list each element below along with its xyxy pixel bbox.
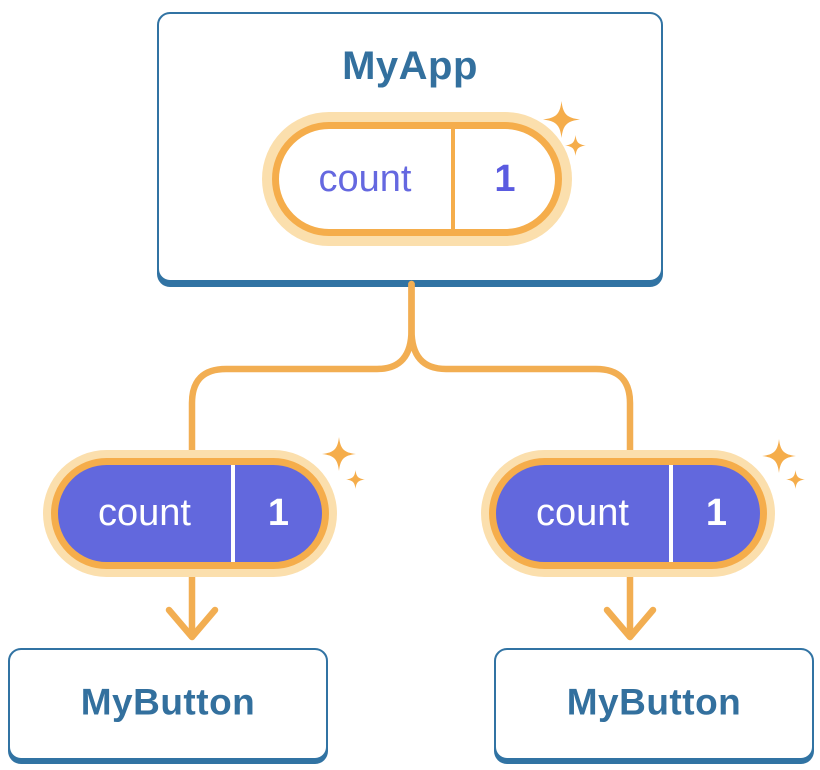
state-value-label: 1 — [494, 157, 516, 200]
pill-divider — [451, 129, 455, 229]
sparkle-large-icon — [322, 437, 356, 471]
state-name-label: count — [536, 492, 629, 534]
mybutton-title-right: MyButton — [566, 681, 742, 723]
branch-right-line — [408, 280, 634, 454]
state-name-label: count — [318, 157, 412, 200]
state-pill-left-body: count 1 — [51, 458, 329, 569]
state-pill-root: count 1 — [262, 112, 572, 246]
myapp-title: MyApp — [342, 44, 478, 88]
pill-divider — [669, 465, 673, 562]
state-pill-left: count 1 — [43, 450, 337, 577]
state-name-label: count — [98, 492, 191, 534]
sparkle-large-icon — [543, 101, 580, 138]
state-value-label: 1 — [267, 492, 290, 534]
branch-left-line — [188, 280, 415, 454]
state-pill-right-body: count 1 — [489, 458, 767, 569]
sparkle-small-icon — [565, 135, 586, 156]
mybutton-title-left: MyButton — [80, 681, 256, 723]
state-value-label: 1 — [705, 492, 728, 534]
state-pill-root-body: count 1 — [272, 122, 562, 236]
arrow-left-head-icon — [165, 606, 219, 641]
arrow-right-head-icon — [603, 606, 657, 641]
sparkle-small-icon — [786, 470, 805, 489]
mybutton-card-left: MyButton — [8, 648, 328, 760]
state-pill-right: count 1 — [481, 450, 775, 577]
mybutton-card-right: MyButton — [494, 648, 814, 760]
sparkle-small-icon — [346, 470, 365, 489]
pill-divider — [231, 465, 235, 562]
sparkle-large-icon — [762, 439, 796, 473]
